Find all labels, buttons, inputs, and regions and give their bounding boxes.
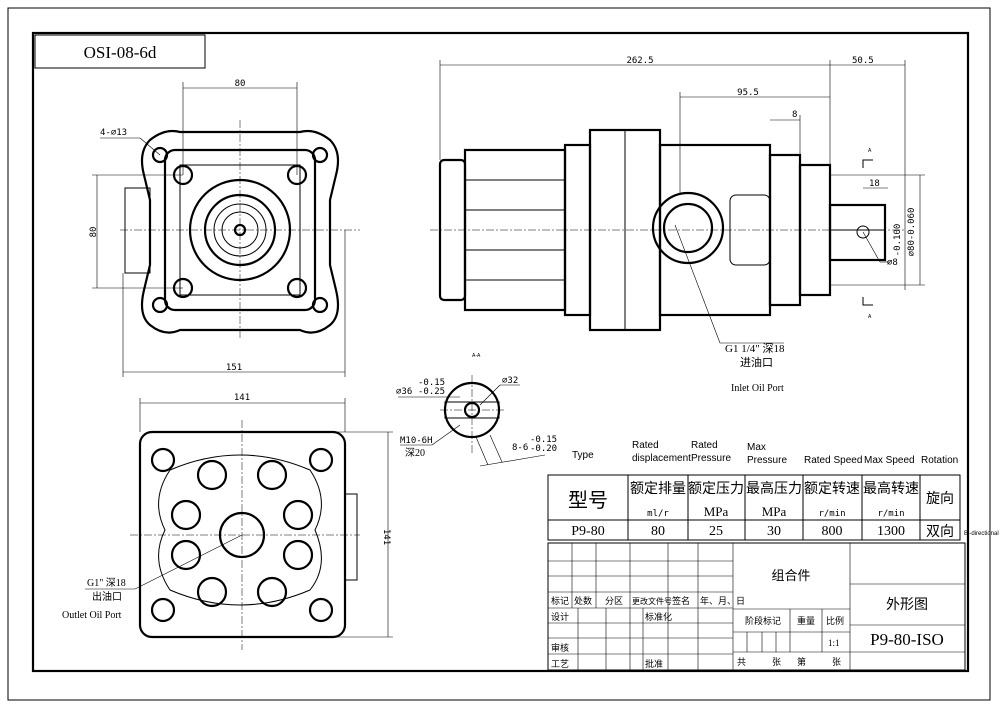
unit-rated-pressure: MPa xyxy=(704,504,729,519)
rear-view: 141 141 G1" 深18 出油口 Outlet Oil Port xyxy=(62,393,393,650)
stage-label: 阶段标记 xyxy=(745,615,781,626)
value-rated-speed: 800 xyxy=(822,524,843,539)
scale-label: 比例 xyxy=(826,615,844,626)
drawing-code-box: OSI-08-6d xyxy=(34,34,206,69)
rev-header-zone: 分区 xyxy=(605,596,623,606)
sheet-no-label: 第 xyxy=(797,656,806,667)
rev-header-doc: 更改文件号 xyxy=(632,596,672,606)
outlet-en-label: Outlet Oil Port xyxy=(62,610,122,621)
section-title: A-A xyxy=(472,353,481,359)
od-tol-lower: -0.25 xyxy=(418,387,445,397)
role-design: 设计 xyxy=(551,611,569,622)
value-displacement: 80 xyxy=(651,524,665,539)
unit-rated-speed: r/min xyxy=(818,509,845,519)
unit-displacement: ml/r xyxy=(647,509,669,519)
dim-total-length: 262.5 xyxy=(626,56,653,66)
key-label: 8-6 xyxy=(512,443,528,453)
unit-max-speed: r/min xyxy=(877,509,904,519)
header-displacement-cn: 额定排量 xyxy=(630,481,686,497)
section-mark-top: A xyxy=(868,148,872,154)
front-view: 80 80 151 4-⌀13 xyxy=(89,79,360,377)
header-type-en: Type xyxy=(572,450,594,461)
header-max-pressure-cn: 最高压力 xyxy=(746,480,802,497)
header-max-speed-en: Max Speed xyxy=(864,455,915,466)
value-rotation: 双向 xyxy=(926,524,954,540)
inlet-en-label: Inlet Oil Port xyxy=(731,383,784,394)
thread-depth-label: 深20 xyxy=(405,447,425,459)
pin-label: ⌀8 xyxy=(887,258,898,268)
od-label: ⌀36 xyxy=(396,387,412,397)
drawing-frame xyxy=(31,31,970,673)
header-rated-speed-en: Rated Speed xyxy=(804,455,862,466)
drawing-name: 外形图 xyxy=(886,597,928,613)
dim-18: 18 xyxy=(869,179,880,189)
holes-label: 4-⌀13 xyxy=(100,128,127,138)
inlet-thread-label: G1 1/4" 深18 xyxy=(725,342,785,355)
rotation-en: Bi-directional xyxy=(964,531,999,537)
unit-max-pressure: MPa xyxy=(762,504,787,519)
header-rotation-en: Rotation xyxy=(921,455,958,466)
shaft-dia-label: ⌀80-0.060 xyxy=(907,208,917,257)
dim-front-bottom: 151 xyxy=(226,363,242,373)
side-view: 262.5 50.5 95.5 8 18 ⌀80-0.060 -0.100 ⌀8… xyxy=(430,56,925,394)
thread-label: M10-6H xyxy=(400,436,433,446)
outer-border xyxy=(7,7,991,701)
dim-8: 8 xyxy=(792,110,797,120)
scale-value: 1:1 xyxy=(828,638,840,648)
sheet-unit-1: 张 xyxy=(772,657,781,667)
role-standard: 标准化 xyxy=(645,611,672,622)
part-number: P9-80-ISO xyxy=(870,630,944,649)
id-label: ⌀32 xyxy=(502,376,518,386)
shaft-dia-tol: -0.100 xyxy=(893,224,903,257)
rev-header-sign: 签名 xyxy=(672,595,690,606)
outlet-cn-label: 出油口 xyxy=(92,590,122,603)
assembly-label: 组合件 xyxy=(771,568,810,583)
dim-shaft-length: 50.5 xyxy=(852,56,874,66)
value-type: P9-80 xyxy=(571,524,604,539)
outlet-thread-label: G1" 深18 xyxy=(87,577,126,589)
weight-label: 重量 xyxy=(797,615,815,626)
header-rated-pressure-cn: 额定压力 xyxy=(688,481,744,497)
header-rated-speed-cn: 额定转速 xyxy=(804,481,860,497)
sheet-total-label: 共 xyxy=(737,657,746,667)
rev-header-date: 年、月、日 xyxy=(700,595,745,606)
sheet-unit-2: 张 xyxy=(832,657,841,667)
key-tol-lower: -0.20 xyxy=(530,444,557,454)
value-max-pressure: 30 xyxy=(767,524,781,539)
header-max-speed-cn: 最高转速 xyxy=(863,480,919,497)
drawing-code: OSI-08-6d xyxy=(84,43,157,62)
header-rotation-cn: 旋向 xyxy=(926,491,954,507)
dim-rear-top: 141 xyxy=(234,393,250,403)
role-approve: 批准 xyxy=(645,658,663,669)
dim-front-top: 80 xyxy=(235,79,246,89)
rev-header-count: 处数 xyxy=(574,595,592,606)
value-rated-pressure: 25 xyxy=(709,524,723,539)
header-type-cn: 型号 xyxy=(568,489,608,512)
section-a-a: A-A ⌀36 -0.15 -0.25 ⌀32 M10-6H 深20 8-6 -… xyxy=(396,353,557,467)
inlet-cn-label: 进油口 xyxy=(740,355,773,369)
key-tol-upper: -0.15 xyxy=(530,435,557,445)
role-process: 工艺 xyxy=(551,659,569,669)
value-max-speed: 1300 xyxy=(877,524,905,539)
role-review: 审核 xyxy=(551,642,569,653)
dim-rear-right: 141 xyxy=(381,529,391,545)
rev-header-mark: 标记 xyxy=(551,595,569,606)
section-mark-bottom: A xyxy=(868,314,872,320)
dim-port-position: 95.5 xyxy=(737,88,759,98)
dim-front-left: 80 xyxy=(89,227,99,238)
title-block: 标记 处数 分区 更改文件号 签名 年、月、日 设计 审核 工艺 标准化 批准 … xyxy=(547,542,966,671)
od-tol-upper: -0.15 xyxy=(418,378,445,388)
